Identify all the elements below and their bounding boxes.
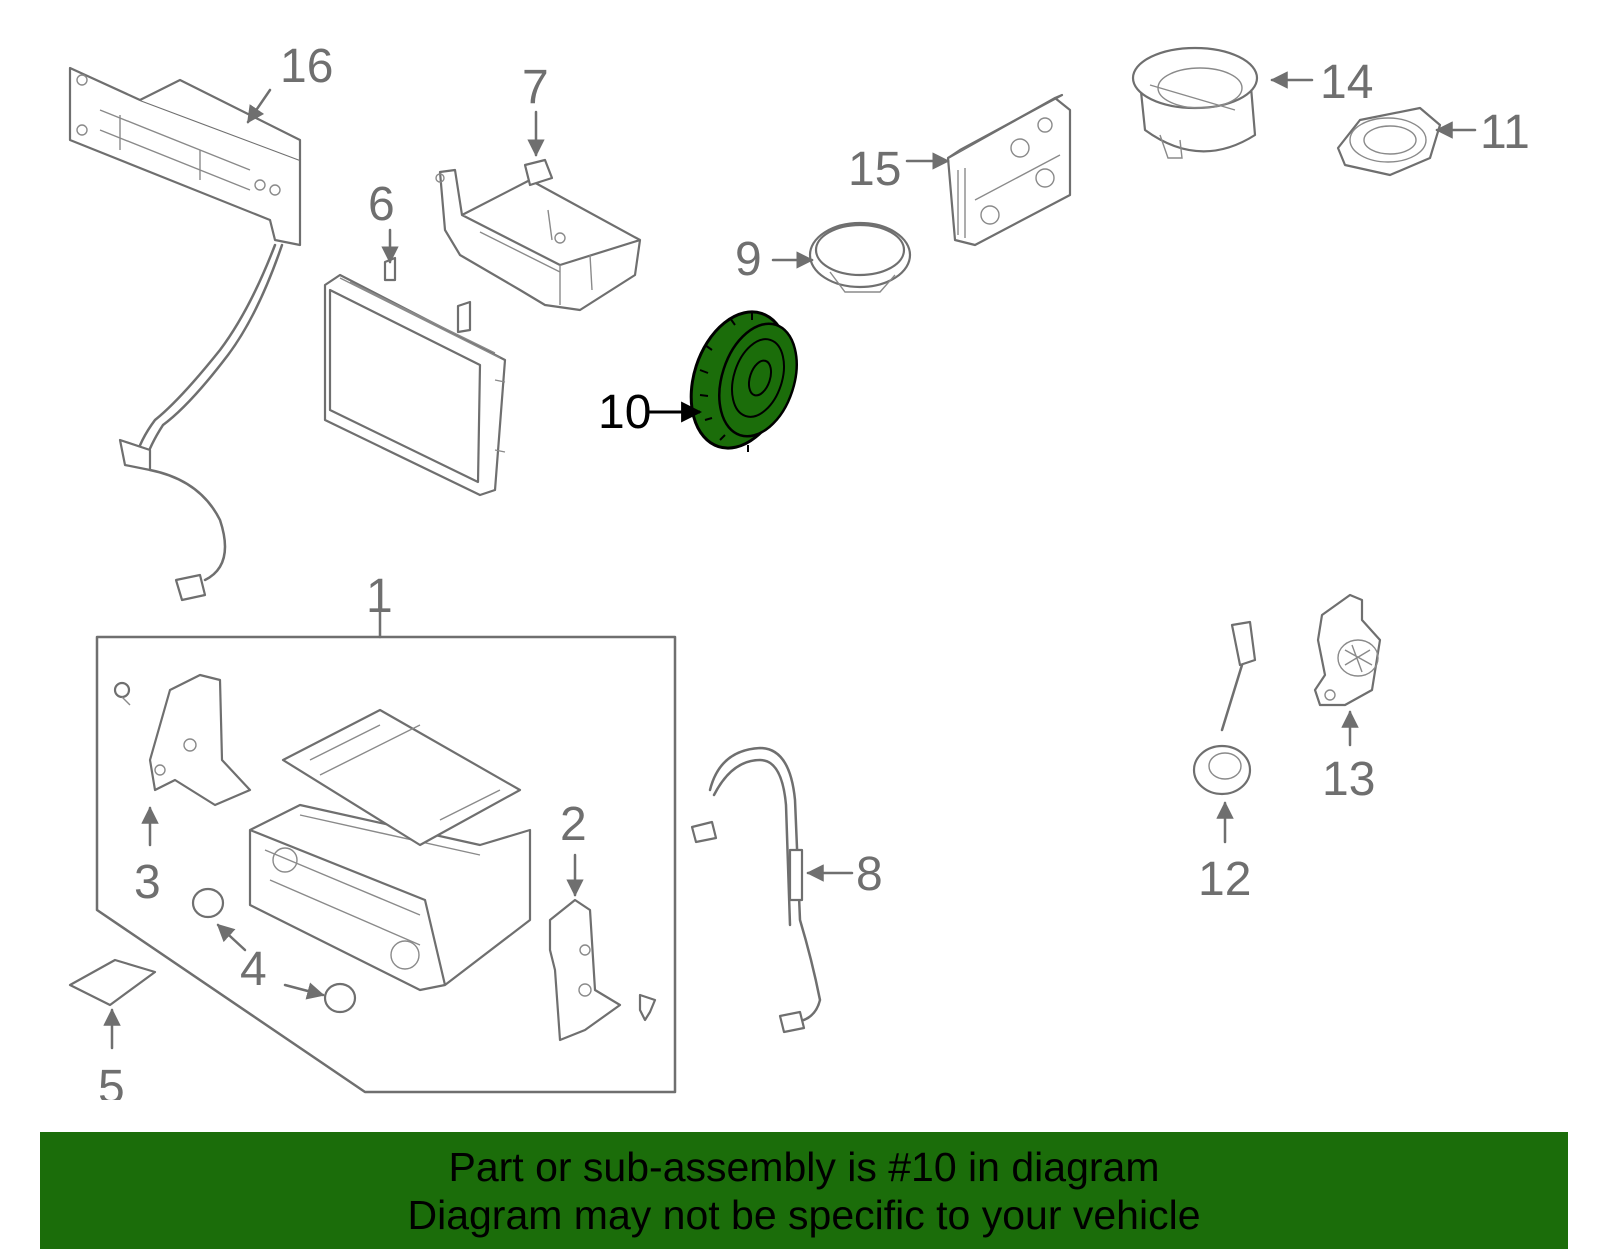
part-3-bracket	[113, 673, 252, 807]
info-banner: Part or sub-assembly is #10 in diagram D…	[40, 1132, 1568, 1249]
head-unit	[248, 708, 532, 992]
callout-2: 2	[560, 798, 587, 851]
callout-11: 11	[1480, 106, 1530, 159]
callout-16: 16	[280, 40, 333, 93]
callout-1: 1	[366, 570, 393, 623]
part-8-cable	[690, 746, 822, 1034]
callout-3: 3	[134, 856, 161, 909]
callout-7: 7	[522, 61, 549, 114]
part-11-tweeter	[1336, 106, 1442, 177]
callout-15: 15	[848, 143, 901, 196]
parts-diagram: 16 6 7 9 10	[68, 40, 1530, 1100]
callout-5: 5	[98, 1061, 125, 1100]
part-12-sensor	[1192, 620, 1257, 796]
callout-4: 4	[240, 943, 267, 996]
part-10-speaker-highlighted	[689, 310, 798, 452]
callout-6: 6	[368, 178, 395, 231]
part-1-assembly-frame	[95, 635, 677, 1094]
callout-8: 8	[856, 848, 883, 901]
callout-13: 13	[1322, 753, 1375, 806]
part-5-pad	[68, 958, 157, 1007]
part-4-knobs	[191, 887, 357, 1014]
part-15-amplifier	[946, 93, 1072, 247]
part-6-display	[323, 256, 507, 497]
part-13-sensor	[1313, 593, 1382, 707]
callout-10: 10	[598, 386, 651, 439]
part-7-bracket	[435, 158, 642, 312]
banner-line-2: Diagram may not be specific to your vehi…	[407, 1191, 1201, 1238]
part-2-bracket	[548, 898, 657, 1042]
banner-line-1: Part or sub-assembly is #10 in diagram	[448, 1143, 1160, 1190]
callout-12: 12	[1198, 853, 1251, 906]
part-16-bracket	[68, 66, 302, 602]
part-14-woofer	[1131, 46, 1259, 159]
callout-9: 9	[735, 233, 762, 286]
part-9-speaker	[808, 221, 912, 293]
callout-14: 14	[1320, 56, 1373, 109]
